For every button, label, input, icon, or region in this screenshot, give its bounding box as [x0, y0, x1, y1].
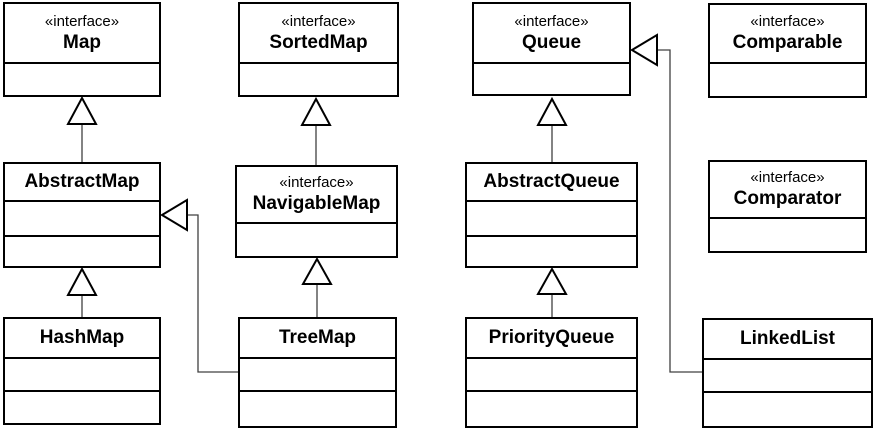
- generalization-arrow-abstractmap-right: [160, 198, 188, 232]
- title-compartment: PriorityQueue: [467, 319, 636, 357]
- members-compartment: [237, 222, 396, 256]
- class-box-hashmap: HashMap: [3, 317, 161, 425]
- title-compartment: LinkedList: [704, 320, 871, 358]
- class-box-abstractmap: AbstractMap: [3, 162, 161, 268]
- class-box-navigablemap: «interface» NavigableMap: [235, 165, 398, 258]
- class-name: PriorityQueue: [488, 327, 615, 348]
- class-name: HashMap: [39, 327, 125, 348]
- class-name: LinkedList: [739, 328, 835, 349]
- title-compartment: HashMap: [5, 319, 159, 357]
- attributes-compartment: [704, 358, 871, 391]
- class-name: NavigableMap: [252, 193, 381, 214]
- class-name: Queue: [521, 31, 582, 53]
- attributes-compartment: [240, 357, 395, 390]
- stereotype-label: «interface»: [279, 174, 354, 191]
- members-compartment: [474, 62, 629, 94]
- class-box-treemap: TreeMap: [238, 317, 397, 428]
- title-compartment: «interface» Map: [5, 4, 159, 62]
- members-compartment: [710, 217, 865, 251]
- operations-compartment: [704, 391, 871, 426]
- class-box-queue: «interface» Queue: [472, 2, 631, 96]
- operations-compartment: [467, 235, 636, 266]
- stereotype-label: «interface»: [750, 13, 825, 30]
- members-compartment: [710, 62, 865, 96]
- members-compartment: [5, 62, 159, 95]
- generalization-arrow-map: [66, 95, 98, 125]
- title-compartment: AbstractMap: [5, 164, 159, 200]
- stereotype-label: «interface»: [750, 169, 825, 186]
- generalization-arrow-navigablemap: [301, 256, 333, 285]
- class-box-comparable: «interface» Comparable: [708, 3, 867, 98]
- class-name: SortedMap: [269, 31, 368, 53]
- class-box-abstractqueue: AbstractQueue: [465, 162, 638, 268]
- generalization-arrow-abstractmap-bottom: [66, 266, 98, 296]
- title-compartment: «interface» Queue: [474, 4, 629, 62]
- class-box-sortedmap: «interface» SortedMap: [238, 2, 399, 97]
- generalization-arrow-abstractqueue: [536, 266, 568, 295]
- title-compartment: TreeMap: [240, 319, 395, 357]
- generalization-arrow-sortedmap: [300, 96, 332, 126]
- attributes-compartment: [5, 357, 159, 390]
- class-box-comparator: «interface» Comparator: [708, 160, 867, 253]
- operations-compartment: [467, 390, 636, 426]
- edge-treemap-to-abstractmap: [187, 214, 238, 373]
- title-compartment: «interface» SortedMap: [240, 4, 397, 62]
- class-box-linkedlist: LinkedList: [702, 318, 873, 428]
- members-compartment: [240, 62, 397, 95]
- class-box-map: «interface» Map: [3, 2, 161, 97]
- class-name: AbstractMap: [24, 171, 140, 192]
- generalization-arrow-queue-bottom: [536, 96, 568, 126]
- title-compartment: «interface» Comparable: [710, 5, 865, 62]
- operations-compartment: [240, 390, 395, 426]
- attributes-compartment: [5, 200, 159, 235]
- operations-compartment: [5, 390, 159, 423]
- class-name: Comparable: [732, 32, 843, 53]
- class-name: Comparator: [733, 188, 842, 209]
- stereotype-label: «interface»: [514, 12, 589, 30]
- stereotype-label: «interface»: [281, 12, 356, 30]
- title-compartment: «interface» Comparator: [710, 162, 865, 217]
- generalization-arrow-queue-right: [630, 33, 658, 67]
- class-name: TreeMap: [278, 327, 357, 348]
- title-compartment: «interface» NavigableMap: [237, 167, 396, 222]
- class-name: Map: [63, 31, 101, 53]
- class-box-priorityqueue: PriorityQueue: [465, 317, 638, 428]
- attributes-compartment: [467, 357, 636, 390]
- attributes-compartment: [467, 200, 636, 235]
- operations-compartment: [5, 235, 159, 266]
- stereotype-label: «interface»: [44, 12, 120, 30]
- class-name: AbstractQueue: [483, 171, 620, 192]
- title-compartment: AbstractQueue: [467, 164, 636, 200]
- edge-linkedlist-to-queue: [657, 49, 702, 373]
